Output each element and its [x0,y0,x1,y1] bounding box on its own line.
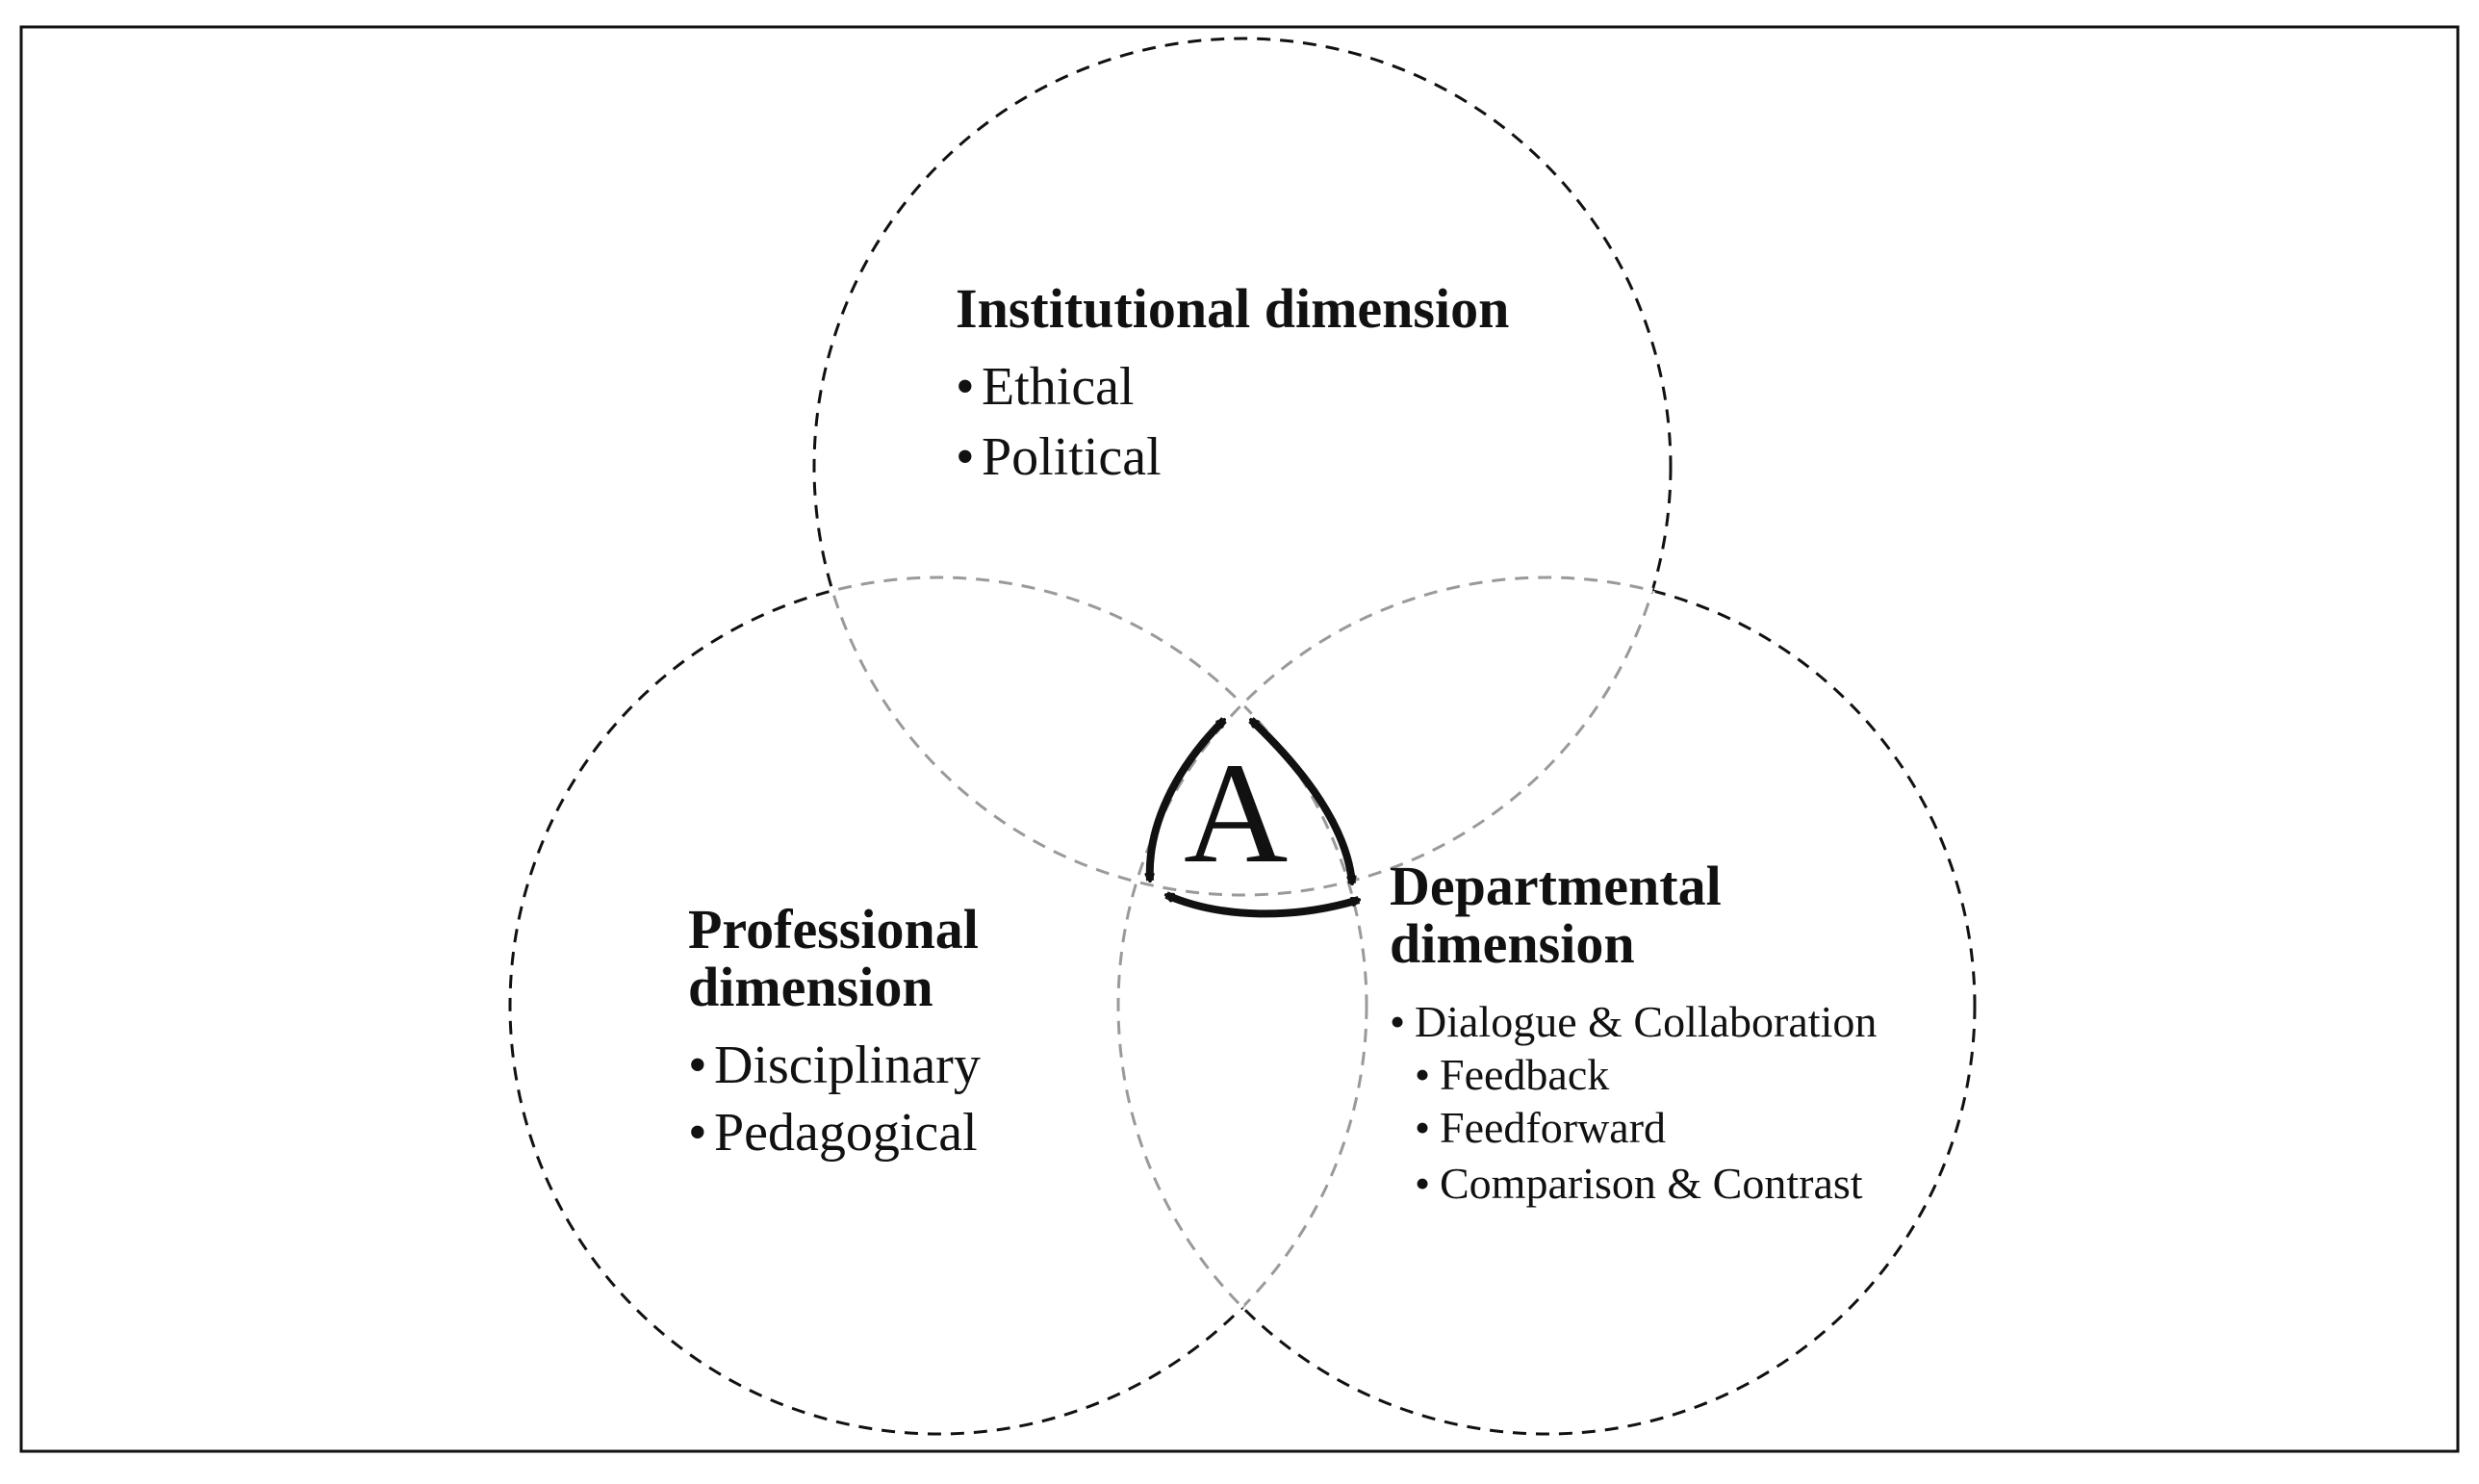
professional-title-line2: dimension [688,956,933,1018]
departmental-sub-bullet-2: • [1415,1103,1430,1152]
departmental-subitem-1: Feedback [1440,1050,1609,1099]
professional-dimension: Professional dimension • Disciplinary • … [688,898,981,1163]
professional-bullet-1: • [688,1036,707,1095]
departmental-title-line2: dimension [1390,912,1635,975]
departmental-item-1: Dialogue & Collaboration [1415,997,1877,1046]
institutional-item-2: Political [982,427,1162,487]
departmental-sub-bullet-3: • [1415,1159,1430,1208]
arrow-right-edge-icon [1251,720,1352,883]
center-letter: A [1184,733,1288,893]
departmental-subitem-2: Feedforward [1440,1103,1666,1152]
institutional-item-1: Ethical [982,357,1135,417]
arrow-left-edge-icon [1150,720,1224,881]
professional-title-line1: Professional [688,898,979,960]
professional-item-1: Disciplinary [714,1036,981,1095]
arrow-bottom-edge-icon [1166,891,1359,918]
departmental-bullet-1: • [1390,997,1405,1046]
institutional-title: Institutional dimension [956,277,1509,340]
professional-item-2: Pedagogical [714,1103,978,1163]
departmental-sub-bullet-1: • [1415,1050,1430,1099]
departmental-subitem-3: Comparison & Contrast [1440,1159,1863,1208]
professional-bullet-2: • [688,1103,707,1163]
departmental-dimension: Departmental dimension • Dialogue & Coll… [1390,855,1877,1208]
central-arrow-triangle: A [1150,720,1359,918]
institutional-bullet-2: • [956,427,975,487]
institutional-dimension: Institutional dimension • Ethical • Poli… [956,277,1509,487]
departmental-title-line1: Departmental [1390,855,1722,917]
diagram-frame [19,25,2460,1453]
institutional-bullet-1: • [956,357,975,417]
